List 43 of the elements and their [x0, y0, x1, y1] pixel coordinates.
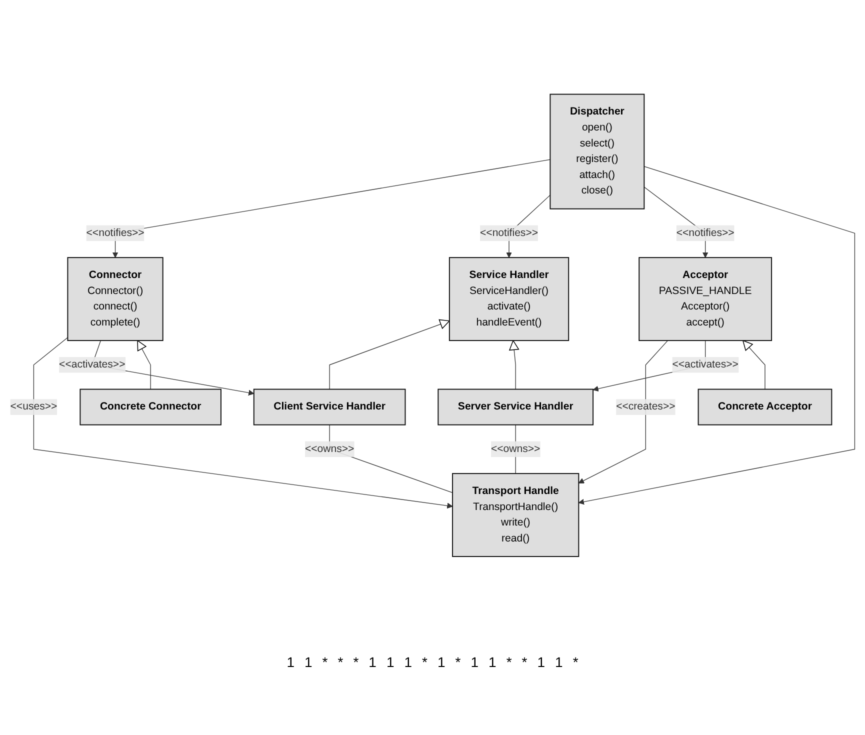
- multiplicity-label: *: [338, 654, 344, 670]
- multiplicity-label: 1: [488, 654, 496, 670]
- multiplicity-label: 1: [537, 654, 546, 670]
- multiplicity-label: 1: [555, 654, 563, 670]
- multiplicity-label: 1: [368, 654, 376, 670]
- multiplicity-label: 1: [286, 654, 294, 670]
- edge-label: <<activates>>: [672, 358, 738, 370]
- edge-label: <<notifies>>: [676, 226, 734, 238]
- node-box: Transport Handle TransportHandle() write() read(): [452, 472, 580, 557]
- multiplicity-label: 1: [438, 654, 446, 670]
- node-box: Concrete Acceptor: [698, 388, 832, 425]
- edge-label: <<creates>>: [616, 400, 676, 412]
- node-box: Acceptor PASSIVE_HANDLE Acceptor() accept(): [638, 256, 772, 341]
- multiplicity-label: 1: [304, 654, 312, 670]
- multiplicity-label: *: [572, 654, 578, 670]
- node-box: Connector Connector() connect() complete(): [67, 256, 164, 341]
- multiplicity-label: *: [506, 654, 512, 670]
- arrow: [92, 340, 254, 396]
- arrow: [329, 318, 450, 390]
- edge-label: <<activates>>: [59, 358, 126, 370]
- node-box: Server Service Handler: [438, 388, 594, 425]
- node-box: Concrete Connector: [80, 388, 222, 425]
- multiplicity-label: 1: [386, 654, 394, 670]
- edge-label: <<owns>>: [304, 442, 354, 454]
- multiplicity-label: *: [455, 654, 461, 670]
- edge-label: <<notifies>>: [480, 226, 538, 238]
- arrow: [509, 340, 520, 390]
- edge-label: <<uses>>: [10, 400, 58, 412]
- node-box: Client Service Handler: [253, 388, 406, 425]
- multiplicity-label: *: [422, 654, 428, 670]
- multiplicity-label: *: [522, 654, 528, 670]
- multiplicity-label: 1: [404, 654, 412, 670]
- multiplicity-label: *: [322, 654, 328, 670]
- node-box: Dispatcher open() select() register() attach() close(): [550, 93, 645, 209]
- arrow: [578, 166, 856, 504]
- edge-label: <<owns>>: [490, 442, 540, 454]
- multiplicity-label: *: [353, 654, 359, 670]
- arrow: [578, 340, 668, 483]
- edge-label: <<notifies>>: [86, 226, 144, 238]
- arrow: [742, 340, 766, 390]
- node-box: Service Handler ServiceHandler() activate() handleEvent(): [448, 256, 570, 341]
- multiplicity-label: 1: [470, 654, 479, 670]
- arrow: [137, 340, 151, 390]
